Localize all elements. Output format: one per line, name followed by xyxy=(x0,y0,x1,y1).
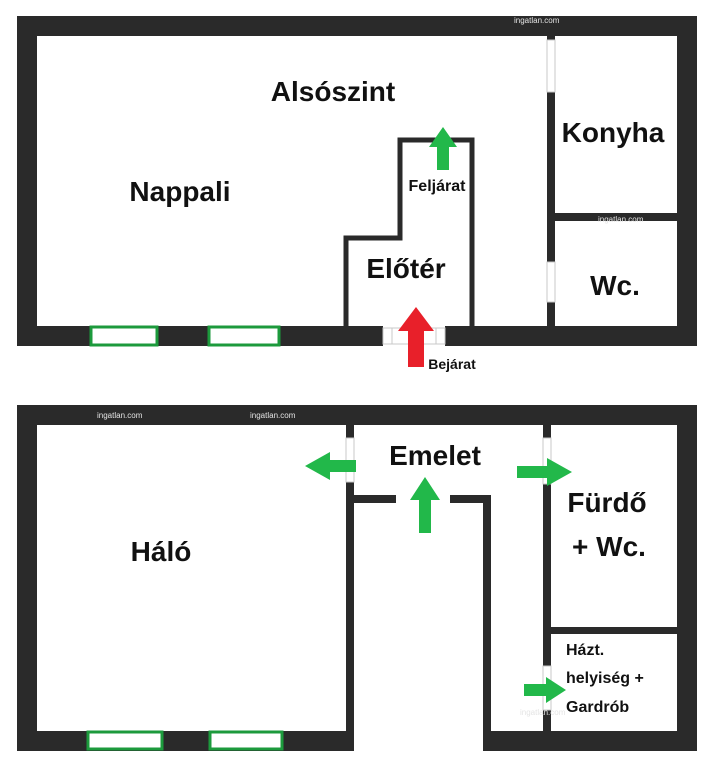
room-label-hall: Előtér xyxy=(366,253,445,284)
bedroom-east-wall xyxy=(346,425,354,751)
lower-floor-title: Alsószint xyxy=(271,76,395,107)
room-label-storage-line3: Gardrób xyxy=(566,699,629,716)
watermark-1: ingatlan.com xyxy=(514,16,560,25)
room-label-storage-line2: helyiség + xyxy=(566,670,644,687)
upper-north-wall xyxy=(17,405,697,425)
watermark-4: ingatlan.com xyxy=(250,411,296,420)
upper-window-1 xyxy=(86,730,164,751)
bath-storage-wall xyxy=(551,627,677,634)
watermark-3: ingatlan.com xyxy=(97,411,143,420)
bath-arrow-icon xyxy=(517,458,572,486)
room-label-bedroom: Háló xyxy=(131,536,192,567)
bedroom-arrow-icon xyxy=(305,452,356,480)
upper-floor-title: Emelet xyxy=(389,440,481,471)
room-label-living: Nappali xyxy=(129,176,230,207)
lower-floor: Alsószint Nappali Előtér Konyha Wc. Felj… xyxy=(17,16,697,372)
watermark-5: ingatlan.com xyxy=(520,708,566,717)
wc-door-gap xyxy=(546,261,556,303)
lower-window-1 xyxy=(89,325,159,347)
lower-south-wall-right xyxy=(445,326,697,346)
watermark-2: ingatlan.com xyxy=(598,215,644,224)
room-label-storage-line1: Házt. xyxy=(566,642,604,659)
upper-floor: Emelet Háló Fürdő + Wc. Házt. helyiség +… xyxy=(17,405,697,751)
kitchen-door-gap xyxy=(546,39,556,93)
bath-west-wall xyxy=(543,425,551,731)
corridor-west-wall xyxy=(483,495,491,751)
room-label-wc: Wc. xyxy=(590,270,640,301)
lower-south-wall-left xyxy=(17,326,383,346)
entrance-arrow-icon xyxy=(398,307,434,367)
kitchen-wc-wall xyxy=(555,213,677,221)
upper-south-wall-left xyxy=(17,731,353,751)
room-label-bath-line1: Fürdő xyxy=(567,487,646,518)
storage-arrow-icon xyxy=(524,677,566,703)
entrance-label: Bejárat xyxy=(428,356,476,372)
stair-wall-left xyxy=(354,495,396,503)
hall-stair-outline xyxy=(343,137,475,326)
lower-east-wall xyxy=(677,16,697,346)
stair-arrow-icon xyxy=(410,477,440,533)
lower-north-wall xyxy=(17,16,697,36)
kitchen-partition-wall xyxy=(547,36,555,326)
room-label-kitchen: Konyha xyxy=(562,117,665,148)
upper-west-wall xyxy=(17,405,37,751)
upper-south-wall-right xyxy=(483,731,697,751)
upper-east-wall xyxy=(677,405,697,751)
lower-west-wall xyxy=(17,16,37,346)
upper-window-2 xyxy=(208,730,284,751)
room-label-bath-line2: + Wc. xyxy=(572,531,646,562)
stair-wall-right xyxy=(450,495,490,503)
watermarks: ingatlan.com ingatlan.com ingatlan.com i… xyxy=(97,16,644,717)
stairs-up-label: Feljárat xyxy=(409,178,467,195)
upper-hall-opening xyxy=(348,425,548,429)
stairs-up-arrow-icon xyxy=(429,127,457,170)
lower-window-2 xyxy=(207,325,281,347)
